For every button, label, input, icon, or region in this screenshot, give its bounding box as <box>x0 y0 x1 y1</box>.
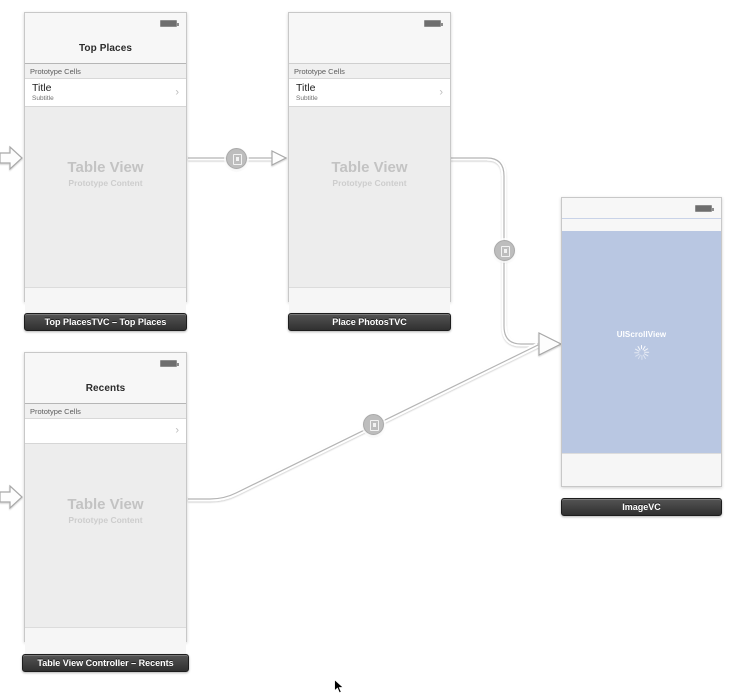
mouse-cursor <box>334 679 345 694</box>
segue-icon-top-places-to-place-photos[interactable] <box>226 148 247 169</box>
table-view-placeholder[interactable]: Table View Prototype Content <box>25 107 186 287</box>
scene-image-vc[interactable]: UIScrollView <box>561 197 722 487</box>
segue-icon-place-photos-to-image-vc[interactable] <box>494 240 515 261</box>
table-view-subtitle: Prototype Content <box>68 515 143 525</box>
battery-icon <box>695 205 714 212</box>
battery-icon <box>424 20 443 27</box>
scene-label-text: ImageVC <box>622 502 661 512</box>
disclosure-chevron-icon: › <box>175 424 179 437</box>
scene-label-image-vc[interactable]: ImageVC <box>561 498 722 516</box>
prototype-cells-header: Prototype Cells <box>25 404 186 419</box>
segue-icon-recents-to-image-vc[interactable] <box>363 414 384 435</box>
prototype-cell-subtitle: Subtitle <box>32 95 54 102</box>
navigation-bar: Top Places <box>25 34 186 64</box>
prototype-cells-header: Prototype Cells <box>289 64 450 79</box>
table-view-title: Table View <box>331 159 408 176</box>
table-view-subtitle: Prototype Content <box>332 178 407 188</box>
scene-label-text: Place PhotosTVC <box>332 317 407 327</box>
scene-top-places-tvc[interactable]: Top Places Prototype Cells Title Subtitl… <box>24 12 187 320</box>
scene-label-text: Top PlacesTVC – Top Places <box>44 317 167 327</box>
prototype-cell-title: Title <box>32 82 52 94</box>
prototype-cells-header: Prototype Cells <box>25 64 186 79</box>
prototype-cell[interactable]: › <box>25 419 186 444</box>
battery-icon <box>160 20 179 27</box>
segue-arrowhead-image-vc <box>538 332 563 356</box>
bottom-spacer-bar <box>562 453 721 486</box>
storyboard-entry-point-arrow-recents <box>0 484 23 510</box>
table-view-title: Table View <box>67 159 144 176</box>
status-bar <box>25 13 186 34</box>
disclosure-chevron-icon: › <box>439 86 443 98</box>
scene-recents-tvc[interactable]: Recents Prototype Cells › Table View Pro… <box>24 352 187 660</box>
navigation-bar <box>289 34 450 64</box>
navigation-bar: Recents <box>25 374 186 404</box>
navigation-bar-title: Recents <box>85 383 126 394</box>
status-bar <box>562 198 721 219</box>
prototype-cells-header-label: Prototype Cells <box>30 406 81 416</box>
prototype-cells-header-label: Prototype Cells <box>30 66 81 76</box>
table-view-subtitle: Prototype Content <box>68 178 143 188</box>
spinner-icon <box>633 344 650 360</box>
prototype-cell[interactable]: Title Subtitle › <box>25 79 186 107</box>
scene-label-top-places-tvc[interactable]: Top PlacesTVC – Top Places <box>24 313 187 331</box>
scroll-view-label: UIScrollView <box>616 330 667 339</box>
table-view-placeholder[interactable]: Table View Prototype Content <box>25 444 186 627</box>
storyboard-entry-point-arrow-top-places <box>0 145 23 171</box>
table-view-placeholder-labels: Table View Prototype Content <box>25 496 186 526</box>
table-view-placeholder[interactable]: Table View Prototype Content <box>289 107 450 287</box>
prototype-cell-title: Title <box>296 82 316 94</box>
scene-place-photos-tvc[interactable]: Prototype Cells Title Subtitle › Table V… <box>288 12 451 320</box>
status-bar <box>289 13 450 34</box>
scroll-view[interactable]: UIScrollView <box>562 231 721 453</box>
prototype-cells-header-label: Prototype Cells <box>294 66 345 76</box>
prototype-cell[interactable]: Title Subtitle › <box>289 79 450 107</box>
battery-icon <box>160 360 179 367</box>
table-view-title: Table View <box>67 496 144 513</box>
prototype-cell-subtitle: Subtitle <box>296 95 318 102</box>
scene-label-recents-tvc[interactable]: Table View Controller – Recents <box>22 654 189 672</box>
table-view-placeholder-labels: Table View Prototype Content <box>25 159 186 189</box>
top-spacer-bar <box>562 219 721 231</box>
scene-label-text: Table View Controller – Recents <box>37 658 174 668</box>
navigation-bar-title: Top Places <box>78 43 133 54</box>
status-bar <box>25 353 186 374</box>
disclosure-chevron-icon: › <box>175 86 179 98</box>
table-view-placeholder-labels: Table View Prototype Content <box>289 159 450 189</box>
scene-label-place-photos-tvc[interactable]: Place PhotosTVC <box>288 313 451 331</box>
